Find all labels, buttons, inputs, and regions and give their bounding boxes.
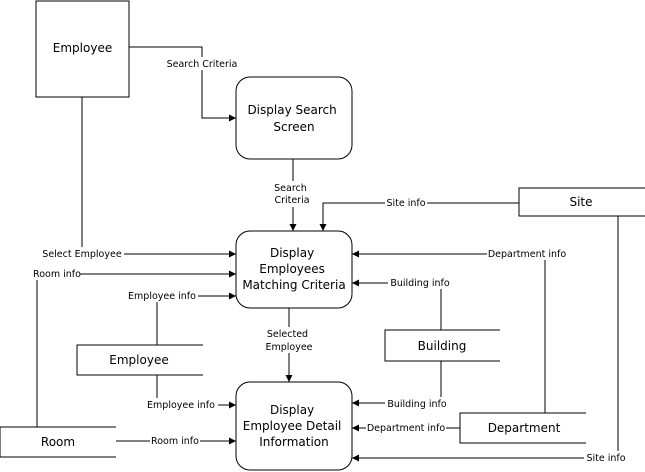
flow-label-employee-info-top: Employee info (128, 291, 196, 302)
process-display-matching-label: Display Employees Matching Criteria (242, 246, 345, 292)
room-store (0, 426, 116, 458)
building-store (384, 329, 500, 362)
flow-building-info-2 (352, 361, 442, 407)
flow-label-department-info-top: Department info (488, 249, 567, 260)
flow-label-selected-employee: Selected Employee (265, 329, 312, 353)
process-display-matching (235, 230, 353, 309)
flow-label-department-info-bottom: Department info (367, 423, 446, 434)
flow-label-building-info-bottom: Building info (387, 399, 447, 410)
flow-label-site-info-top: Site info (386, 198, 425, 209)
employee-store-label: Employee (109, 353, 168, 367)
flow-employee-info-1 (156, 292, 236, 345)
flow-label-room-info-bottom: Room info (151, 436, 199, 447)
room-store-label: Room (41, 435, 75, 449)
department-store-label: Department (488, 421, 561, 435)
process-display-detail-label: Display Employee Detail Information (243, 403, 345, 449)
employee-entity-label: Employee (53, 41, 112, 55)
employee-entity (35, 0, 130, 98)
process-display-search-screen (235, 76, 353, 160)
site-store (518, 187, 645, 217)
process-display-detail (235, 381, 353, 471)
employee-store (76, 344, 203, 376)
flow-site-info-1 (319, 202, 519, 231)
flow-label-building-info-top: Building info (390, 278, 450, 289)
flow-building-info-1 (352, 279, 442, 330)
site-store-label: Site (569, 195, 592, 209)
flow-label-search-criteria-mid: Search Criteria (274, 183, 310, 206)
flow-label-site-info-bottom: Site info (586, 453, 625, 464)
flow-select-employee (81, 97, 236, 258)
flow-search-criteria-1 (129, 46, 236, 122)
process-display-search-screen-label: Display Search Screen (247, 103, 340, 134)
department-store (459, 412, 586, 444)
flow-label-select-employee: Select Employee (42, 249, 122, 260)
flow-label-room-info-top: Room info (33, 269, 81, 280)
flow-label-search-criteria-top: Search Criteria (167, 59, 238, 70)
building-store-label: Building (418, 339, 467, 353)
flow-label-employee-info-bottom: Employee info (147, 400, 215, 411)
